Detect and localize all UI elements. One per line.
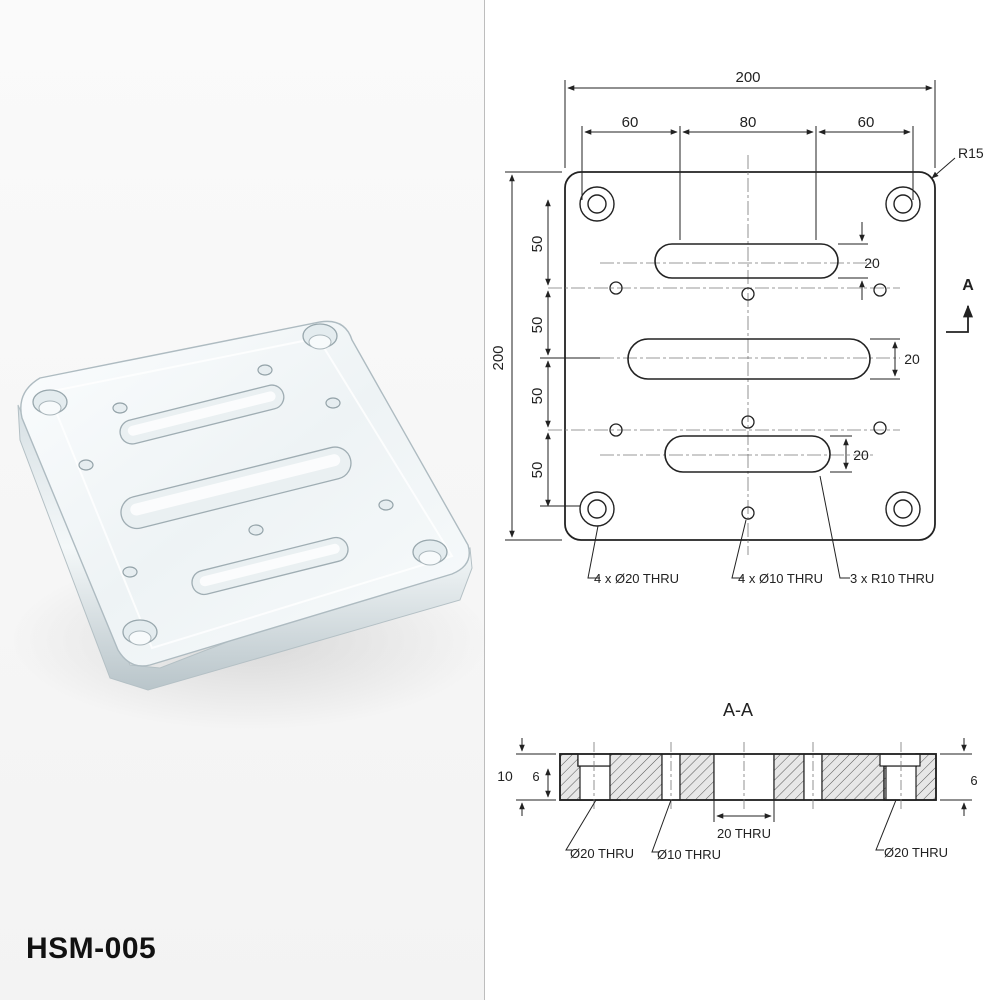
- callout-small-holes: 4 x Ø10 THRU: [738, 571, 823, 586]
- callout-small-hole: Ø10 THRU: [657, 847, 721, 862]
- small-hole: [609, 281, 887, 520]
- render-slot: [120, 446, 352, 530]
- render-small-hole: [78, 364, 394, 578]
- dim-slot-width-middle: 20: [904, 351, 920, 367]
- slot-middle: [627, 338, 871, 380]
- section-marker-label: A: [962, 277, 974, 294]
- callout-slot-section: 20 THRU: [717, 826, 771, 841]
- dim-center: 80: [740, 114, 757, 131]
- drawing-panel: [485, 0, 1000, 1000]
- dim-spacing-4: 50: [529, 462, 546, 479]
- callout-large-hole-left: Ø20 THRU: [570, 846, 634, 861]
- dim-thickness: 10: [497, 768, 513, 784]
- plate-outline: [564, 171, 936, 541]
- dim-spacing-1: 50: [529, 236, 546, 253]
- top-view: [505, 80, 974, 579]
- dim-counterbore-left: 6: [532, 769, 539, 784]
- dim-overall-height: 200: [490, 345, 507, 370]
- callout-large-holes: 4 x Ø20 THRU: [594, 571, 679, 586]
- render-slot: [191, 536, 349, 596]
- dim-slot-width-bottom: 20: [853, 447, 869, 463]
- callout-slots: 3 x R10 THRU: [850, 571, 934, 586]
- render-corner-hole: [32, 389, 68, 416]
- dim-counterbore-right: 6: [970, 773, 977, 788]
- dim-slot-width-top: 20: [864, 255, 880, 271]
- dim-overall-width: 200: [735, 69, 760, 86]
- dim-left: 60: [622, 114, 639, 131]
- part-number: HSM-005: [26, 932, 157, 965]
- section-title: A-A: [723, 700, 753, 720]
- render-slot: [119, 384, 285, 445]
- dim-right: 60: [858, 114, 875, 131]
- callout-large-hole-right: Ø20 THRU: [884, 845, 948, 860]
- slot-top: [654, 243, 839, 279]
- render-corner-hole: [122, 619, 158, 646]
- render-corner-hole: [412, 539, 448, 566]
- corner-hole: [579, 186, 921, 527]
- render-corner-hole: [302, 323, 338, 350]
- slot-bottom: [664, 435, 831, 473]
- dim-corner-radius: R15: [958, 145, 984, 161]
- acrylic-plate-render: [10, 320, 490, 730]
- section-view: [516, 738, 972, 853]
- dim-spacing-2: 50: [529, 317, 546, 334]
- dim-spacing-3: 50: [529, 388, 546, 405]
